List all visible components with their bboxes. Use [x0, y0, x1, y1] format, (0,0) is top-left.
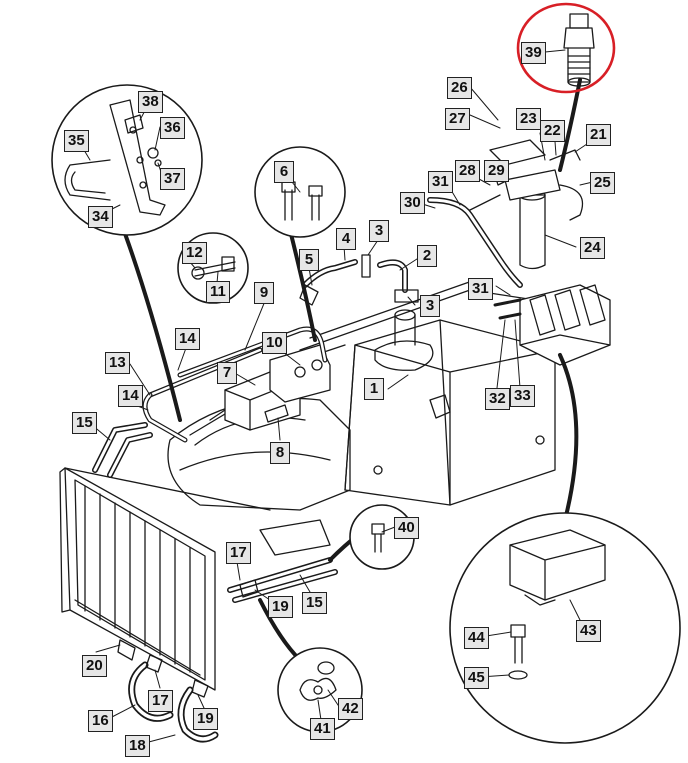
callout-14-lower: 14 [118, 385, 143, 407]
callout-10: 10 [262, 332, 287, 354]
filter-assembly [427, 139, 584, 288]
callout-44: 44 [464, 627, 489, 649]
detail-module [449, 512, 681, 744]
callout-26: 26 [447, 77, 472, 99]
callout-2: 2 [417, 245, 437, 267]
callout-40: 40 [394, 517, 419, 539]
callout-28: 28 [455, 160, 480, 182]
callout-7: 7 [217, 362, 237, 384]
callout-leaders [77, 49, 598, 744]
callout-17-upper: 17 [226, 542, 251, 564]
callout-33: 33 [510, 385, 535, 407]
callout-43: 43 [576, 620, 601, 642]
callout-42: 42 [338, 698, 363, 720]
callout-12: 12 [182, 242, 207, 264]
pump-assembly [224, 344, 331, 431]
callout-1: 1 [364, 378, 384, 400]
callout-3-lower: 3 [420, 295, 440, 317]
hydraulic-tank [344, 309, 556, 506]
callout-17-lower: 17 [148, 690, 173, 712]
callout-6: 6 [274, 161, 294, 183]
callout-30: 30 [400, 192, 425, 214]
callout-22: 22 [540, 120, 565, 142]
callout-39: 39 [521, 42, 546, 64]
callout-31-upper: 31 [428, 171, 453, 193]
callout-16: 16 [88, 710, 113, 732]
detail-clamp [51, 84, 203, 236]
callout-18: 18 [125, 735, 150, 757]
callout-32: 32 [485, 388, 510, 410]
callout-38: 38 [138, 91, 163, 113]
callout-27: 27 [445, 108, 470, 130]
callout-21: 21 [586, 124, 611, 146]
callout-14-upper: 14 [175, 328, 200, 350]
callout-20: 20 [82, 655, 107, 677]
callout-15-left: 15 [72, 412, 97, 434]
callout-41: 41 [310, 718, 335, 740]
callout-37: 37 [160, 168, 185, 190]
callout-19-lower: 19 [193, 708, 218, 730]
callout-35: 35 [64, 130, 89, 152]
callout-5: 5 [299, 249, 319, 271]
callout-11: 11 [206, 281, 230, 303]
callout-9: 9 [254, 282, 274, 304]
callout-23: 23 [516, 108, 541, 130]
valve-bank [493, 284, 611, 366]
callout-25: 25 [590, 172, 615, 194]
callout-34: 34 [88, 206, 113, 228]
callout-19-upper: 19 [268, 596, 293, 618]
callout-24: 24 [580, 237, 605, 259]
callout-31-lower: 31 [468, 278, 493, 300]
callout-45: 45 [464, 667, 489, 689]
radiator [59, 467, 271, 691]
highlight-circle [516, 2, 616, 94]
callout-29: 29 [484, 160, 509, 182]
callout-3-upper: 3 [369, 220, 389, 242]
callout-8: 8 [270, 442, 290, 464]
callout-4: 4 [336, 228, 356, 250]
callout-36: 36 [160, 117, 185, 139]
sender-part [563, 13, 595, 87]
callout-15-right: 15 [302, 592, 327, 614]
callout-13: 13 [105, 352, 130, 374]
